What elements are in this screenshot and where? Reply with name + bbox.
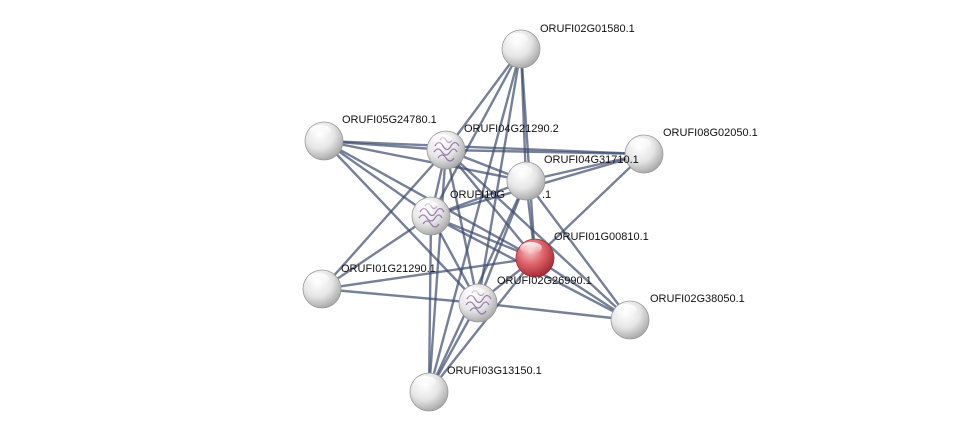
edge-ORUFI02G26990.1-ORUFI02G38050.1 [476,301,632,322]
node-label: ORUFI04G21290.2 [464,123,559,135]
edge-ORUFI02G01580.1-ORUFI04G21290.2 [444,47,523,152]
node-label: ORUFI03G13150.1 [447,365,542,377]
edge-ORUFI05G24780.1-ORUFI02G26990.1 [322,139,480,305]
node-ORUFI03G13150.1[interactable] [409,372,449,412]
node-ORUFI01G00810.1[interactable] [515,238,555,278]
node-label: ORUFI02G38050.1 [650,293,745,305]
edge-layer [320,47,646,394]
edge-ORUFI08G02050.1-ORUFI04G31710.1 [524,152,646,183]
edge-ORUFI04G21290.2-ORUFI08G02050.1 [444,148,646,156]
edge-ORUFI05G24780.1-ORUFI10G [322,139,433,218]
node-ORUFI04G21290.2[interactable] [426,130,466,170]
edge-ORUFI01G00810.1-ORUFI03G13150.1 [427,256,537,394]
sphere-highlight [414,376,436,388]
edge-ORUFI01G00810.1-ORUFI01G21290.1 [320,256,537,291]
node-label: ORUFI02G01580.1 [540,23,635,35]
edge-ORUFI02G01580.1-ORUFI01G00810.1 [519,47,537,260]
sphere-highlight [629,138,651,150]
node-ORUFI08G02050.1[interactable] [624,134,664,174]
node-ORUFI02G26990.1[interactable] [458,283,498,323]
edge-ORUFI01G21290.1-ORUFI02G26990.1 [320,287,480,305]
edge-ORUFI04G31710.1-ORUFI02G26990.1 [476,179,528,305]
edge-ORUFI04G21290.2-ORUFI02G26990.1 [444,148,480,305]
edge-ORUFI02G01580.1-ORUFI03G13150.1 [427,47,523,394]
node-ORUFI01G21290.1[interactable] [302,269,342,309]
edge-ORUFI02G01580.1-ORUFI10G [429,47,523,218]
sphere-highlight [506,33,528,45]
node-label: ORUFI01G00810.1 [554,231,649,243]
node-ORUFI02G01580.1[interactable] [501,29,541,69]
node-label: ORUFI10G [450,189,505,201]
node-label: ORUFI01G21290.1 [341,263,436,275]
sphere-highlight [520,242,542,254]
node-layer: ORUFI02G01580.1ORUFI05G24780.1ORUFI04G21… [302,23,758,412]
sphere-highlight [463,287,485,299]
edge-ORUFI10G-ORUFI01G21290.1 [320,214,433,291]
sphere-highlight [615,304,637,316]
sphere-highlight [431,134,453,146]
node-ORUFI10G[interactable] [411,196,451,236]
node-ORUFI04G31710.1[interactable] [506,161,546,201]
node-label: ORUFI02G26990.1 [497,275,592,287]
edge-ORUFI10G-ORUFI03G13150.1 [427,214,433,394]
node-ORUFI05G24780.1[interactable] [304,121,344,161]
node-label: ORUFI08G02050.1 [663,127,758,139]
node-label: ORUFI04G31710.1 [544,154,639,166]
node-ORUFI02G38050.1[interactable] [610,300,650,340]
edge-ORUFI05G24780.1-ORUFI04G31710.1 [322,139,528,183]
edge-ORUFI04G21290.2-ORUFI01G00810.1 [444,148,537,260]
edge-ORUFI08G02050.1-ORUFI01G00810.1 [533,152,646,260]
node-label: ORUFI05G24780.1 [342,114,437,126]
edge-ORUFI04G21290.2-ORUFI01G21290.1 [320,148,448,291]
sphere-highlight [416,200,438,212]
sphere-highlight [511,165,533,177]
edge-ORUFI04G21290.2-ORUFI02G38050.1 [444,148,632,322]
edge-ORUFI04G31710.1-ORUFI02G38050.1 [524,179,632,322]
node-label-tail: .1 [542,189,551,201]
sphere-highlight [307,273,329,285]
sphere-highlight [309,125,331,137]
